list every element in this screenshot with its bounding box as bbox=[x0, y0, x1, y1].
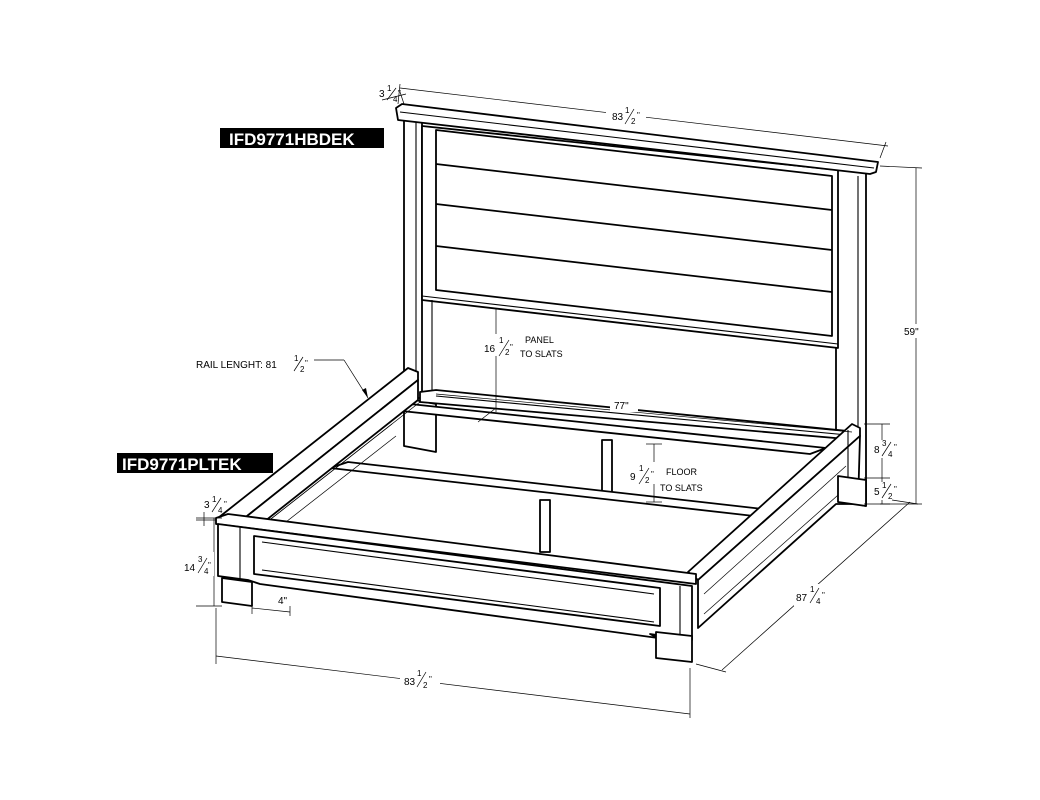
headboard-model-tag: IFD9771HBDEK bbox=[220, 128, 384, 149]
svg-text:4: 4 bbox=[218, 506, 223, 515]
platform-model-tag: IFD9771PLTEK bbox=[117, 453, 273, 474]
svg-text:1: 1 bbox=[417, 669, 422, 678]
slat-2 bbox=[329, 461, 773, 517]
dim-headboard-height: 59" bbox=[879, 165, 928, 505]
svg-text:77": 77" bbox=[614, 401, 629, 412]
svg-text:": " bbox=[429, 675, 432, 684]
svg-text:": " bbox=[894, 443, 897, 452]
dim-headboard-width: 83 1 2 " bbox=[397, 83, 889, 159]
svg-text:4": 4" bbox=[278, 596, 288, 607]
svg-text:1: 1 bbox=[212, 495, 217, 504]
dim-headboard-top-thickness: 3 1 4 " bbox=[379, 84, 407, 105]
footboard-top bbox=[215, 513, 697, 585]
svg-text:2: 2 bbox=[505, 348, 510, 357]
svg-text:3: 3 bbox=[882, 439, 887, 448]
dim-foot-width: 4" bbox=[251, 596, 291, 616]
svg-text:2: 2 bbox=[631, 117, 636, 126]
front-left-foot bbox=[221, 577, 253, 607]
dim-panel-to-slats: 16 1 2 " PANEL TO SLATS bbox=[477, 308, 563, 423]
svg-text:": " bbox=[894, 485, 897, 494]
svg-text:14: 14 bbox=[184, 563, 196, 574]
svg-text:2: 2 bbox=[645, 476, 650, 485]
svg-text:FLOOR: FLOOR bbox=[666, 467, 698, 477]
svg-text:1: 1 bbox=[387, 84, 392, 93]
dim-inner-width: 77" bbox=[435, 393, 853, 433]
svg-text:TO SLATS: TO SLATS bbox=[660, 483, 703, 493]
svg-text:4: 4 bbox=[816, 597, 821, 606]
center-support-front bbox=[539, 499, 551, 553]
svg-text:4: 4 bbox=[204, 567, 209, 576]
svg-text:2: 2 bbox=[300, 365, 305, 374]
svg-text:2: 2 bbox=[423, 681, 428, 690]
svg-text:": " bbox=[510, 343, 513, 352]
left-side-rail bbox=[217, 367, 419, 529]
headboard-left-post bbox=[403, 117, 423, 399]
headboard-panel bbox=[435, 129, 833, 337]
dim-floor-to-slats: 9 1 2 " FLOOR TO SLATS bbox=[628, 443, 703, 503]
svg-text:RAIL LENGHT: 81: RAIL LENGHT: 81 bbox=[196, 360, 277, 371]
svg-text:9: 9 bbox=[630, 472, 636, 483]
svg-text:": " bbox=[208, 561, 211, 570]
center-support-rear bbox=[601, 439, 613, 495]
svg-text:4: 4 bbox=[888, 450, 893, 459]
rear-right-foot bbox=[837, 475, 867, 507]
svg-text:83: 83 bbox=[404, 677, 416, 688]
svg-text:8: 8 bbox=[874, 445, 880, 456]
svg-text:": " bbox=[398, 89, 401, 98]
svg-text:1: 1 bbox=[499, 336, 504, 345]
headboard-top-cap bbox=[395, 103, 879, 175]
dim-bed-length: 87 1 4 " bbox=[695, 499, 919, 673]
svg-text:3: 3 bbox=[204, 500, 210, 511]
right-side-rail-face bbox=[697, 435, 861, 629]
headboard bbox=[395, 103, 879, 507]
dim-side-rail-height: 8 3 4 " bbox=[864, 423, 900, 505]
svg-text:": " bbox=[822, 591, 825, 600]
svg-text:2: 2 bbox=[888, 492, 893, 501]
dim-footboard-width: 83 1 2 " bbox=[215, 608, 691, 718]
svg-text:": " bbox=[637, 111, 640, 120]
svg-text:83: 83 bbox=[612, 112, 624, 123]
svg-text:": " bbox=[224, 500, 227, 509]
platform-model-label: IFD9771PLTEK bbox=[122, 455, 242, 474]
svg-text:1: 1 bbox=[625, 106, 630, 115]
footboard-panel bbox=[253, 535, 661, 627]
svg-text:1: 1 bbox=[882, 481, 887, 490]
svg-text:TO SLATS: TO SLATS bbox=[520, 349, 563, 359]
svg-text:5: 5 bbox=[874, 487, 880, 498]
svg-text:1: 1 bbox=[639, 464, 644, 473]
svg-text:1: 1 bbox=[810, 585, 815, 594]
platform bbox=[215, 367, 867, 663]
headboard-model-label: IFD9771HBDEK bbox=[229, 130, 355, 149]
svg-text:PANEL: PANEL bbox=[525, 335, 554, 345]
svg-text:3: 3 bbox=[379, 89, 385, 100]
svg-text:4: 4 bbox=[393, 95, 398, 104]
svg-text:": " bbox=[651, 470, 654, 479]
svg-text:87: 87 bbox=[796, 593, 808, 604]
svg-text:59": 59" bbox=[904, 327, 919, 338]
dim-footboard-top-thickness: 3 1 4 " bbox=[196, 495, 227, 526]
svg-text:1: 1 bbox=[294, 354, 299, 363]
dim-rail-length: RAIL LENGHT: 81 1 2 " bbox=[196, 354, 369, 399]
dim-footboard-height: 14 3 4 " bbox=[180, 517, 222, 607]
svg-text:3: 3 bbox=[198, 555, 203, 564]
front-right-foot bbox=[655, 631, 693, 663]
svg-text:16: 16 bbox=[484, 344, 496, 355]
svg-text:": " bbox=[305, 359, 308, 368]
dim-leg-height: 5 1 2 " bbox=[872, 481, 900, 501]
